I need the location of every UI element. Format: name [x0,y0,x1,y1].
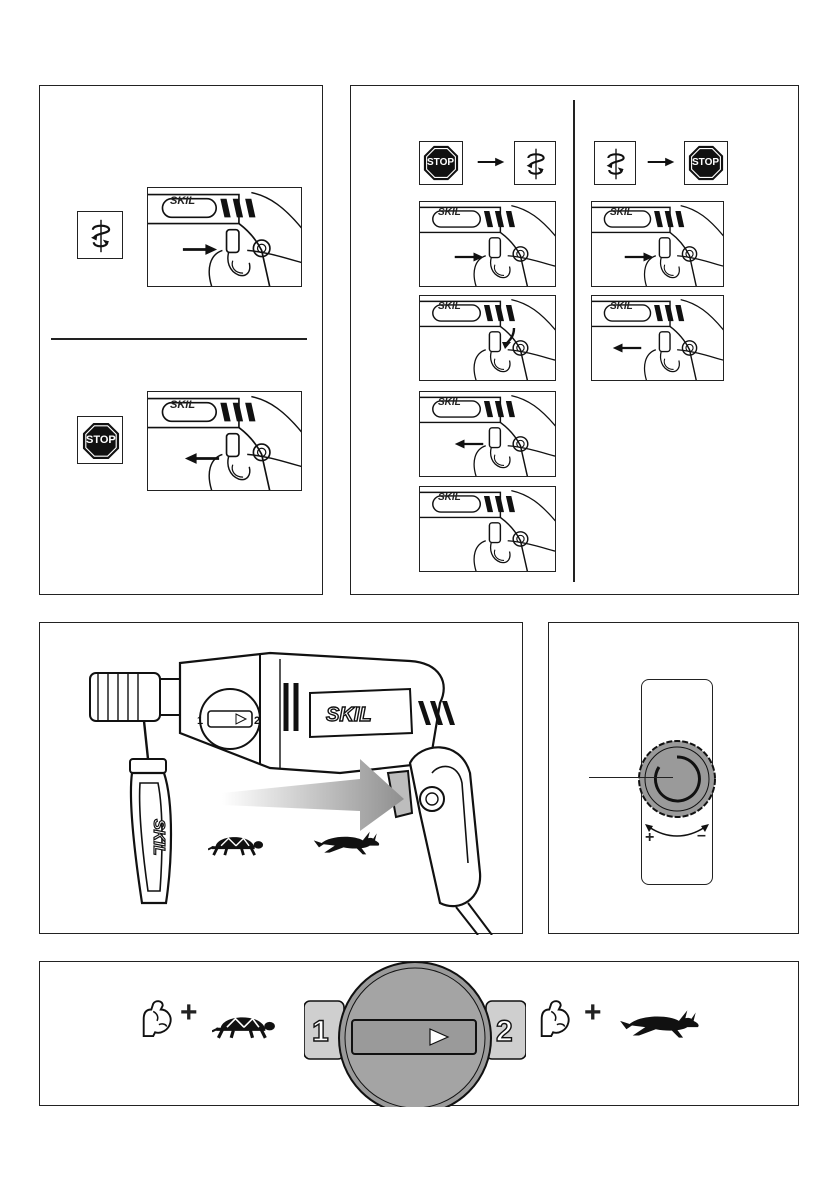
arrow-left-icon [612,342,642,354]
panel-variable-speed: 1 2 SKIL SKIL [39,622,523,934]
flexed-arm-icon [138,997,176,1041]
svg-text:1: 1 [197,715,203,727]
lock-press-arrow-icon [502,326,518,350]
brand-label: SKIL [170,195,195,207]
rotation-icon [523,147,549,181]
flexed-arm-icon [536,997,574,1041]
arrow-right-icon [624,251,654,263]
illustration-step-1: SKIL [419,201,556,287]
stop-label: STOP [86,434,116,446]
brand-label: SKIL [170,399,195,411]
stop-icon-box: STOP [77,416,123,464]
illustration-step-2: SKIL [419,295,556,381]
turtle-icon [208,829,264,857]
illustration-trigger-release: SKIL [147,391,302,491]
arrow-right-icon [454,251,484,263]
brand-label: SKIL [610,301,633,312]
stop-label: STOP [427,157,454,168]
arrow-left-icon [184,452,220,465]
panel-on-off: SKIL STOP SKIL [39,85,323,595]
panel-gear-selector: + 1 2 + [39,961,799,1106]
brand-label: SKIL [438,301,461,312]
stop-label: STOP [692,157,719,168]
turtle-icon [212,1008,276,1040]
combine-plus: + [584,996,602,1030]
arrow-right-icon [477,156,505,168]
rotation-icon [603,147,629,181]
brand-label: SKIL [610,207,633,218]
illustration-trigger-press: SKIL [147,187,302,287]
brand-label: SKIL [438,207,461,218]
brand-label: SKIL [438,397,461,408]
stop-icon-box: STOP [684,141,728,185]
arrow-right-icon [647,156,675,168]
column-divider [573,100,575,582]
rotation-icon-box [514,141,556,185]
rotation-icon-box [77,211,123,259]
arrow-right-icon [182,243,218,256]
svg-text:2: 2 [254,715,260,727]
combine-plus: + [180,996,198,1030]
illustration-step-4: SKIL [419,486,556,572]
leader-line [589,777,673,778]
illustration-step-b: SKIL [591,295,724,381]
arrow-left-icon [454,438,484,450]
drill-illustration: 1 2 SKIL SKIL [40,623,524,935]
panel-speed-wheel: + – [548,622,799,934]
svg-text:SKIL: SKIL [150,819,167,855]
speed-wheel [635,737,719,821]
gear-2-label: 2 [496,1015,513,1049]
speed-minus-label: – [697,827,706,845]
panel-lock-button: STOP STOP SKIL SKIL SKIL SKIL SKIL [350,85,799,595]
hare-icon [312,829,382,857]
stop-icon-box: STOP [419,141,463,185]
speed-plus-label: + [645,829,654,847]
rotation-icon-box [594,141,636,185]
gear-1-label: 1 [312,1015,329,1049]
illustration-step-a: SKIL [591,201,724,287]
divider [51,338,307,340]
gear-dial [304,962,526,1107]
svg-text:SKIL: SKIL [326,704,372,726]
illustration-step-3: SKIL [419,391,556,477]
hare-icon [618,1008,702,1040]
brand-label: SKIL [438,492,461,503]
rotation-icon [87,218,115,254]
